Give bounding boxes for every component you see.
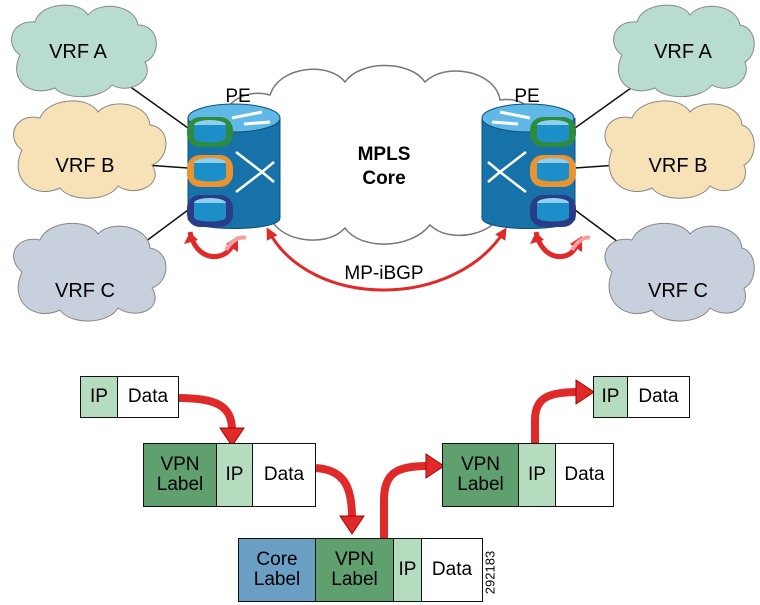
flow-arrow-4 bbox=[531, 388, 579, 446]
figure-id-text: 292183 bbox=[482, 550, 498, 595]
core-title-line2: Core bbox=[362, 168, 405, 189]
flow-head-3 bbox=[425, 453, 445, 479]
vrf-c-right-label: VRF C bbox=[648, 280, 708, 302]
ip-header-cell: IP bbox=[81, 377, 118, 417]
packet-core: Core Label VPN Label IP Data bbox=[238, 538, 483, 602]
flow-arrow-3 bbox=[380, 462, 429, 542]
flow-arrow-1 bbox=[177, 394, 236, 431]
core-label-line1: Core bbox=[256, 549, 298, 570]
flow-head-4 bbox=[575, 379, 595, 405]
packet-flow-arrows bbox=[177, 388, 579, 542]
vrf-a-left-instance bbox=[187, 117, 233, 147]
vrf-c-right-instance bbox=[530, 195, 576, 227]
vrf-a-right-label: VRF A bbox=[654, 41, 712, 63]
vrf-b-left-instance bbox=[187, 155, 233, 187]
vrf-c-right-cloud: VRF C bbox=[604, 222, 755, 322]
core-label-line2: Label bbox=[253, 569, 301, 590]
vpn-label-line2: Label bbox=[156, 474, 204, 495]
vrf-b-right-cloud: VRF B bbox=[604, 100, 755, 199]
right-pe-loop-arrows bbox=[530, 231, 591, 260]
vrf-a-right-cloud: VRF A bbox=[613, 4, 755, 98]
left-pe-loop-arrows bbox=[184, 231, 247, 260]
ip-header-cell: IP bbox=[519, 444, 556, 506]
vpn-label-cell: VPN Label bbox=[144, 444, 217, 506]
core-label-cell: Core Label bbox=[239, 539, 316, 601]
vrf-b-left-cloud: VRF B bbox=[13, 100, 167, 199]
vpn-label-line1: VPN bbox=[160, 454, 200, 475]
flow-head-1 bbox=[219, 427, 245, 447]
packet-egress: IP Data bbox=[593, 376, 690, 418]
data-cell: Data bbox=[422, 539, 482, 601]
mp-ibgp-label: MP-iBGP bbox=[344, 263, 423, 284]
mp-ibgp-session-arrow: MP-iBGP bbox=[266, 227, 507, 292]
packet-flow-arrowheads bbox=[219, 379, 595, 535]
data-cell: Data bbox=[118, 377, 178, 417]
vpn-label-line2: Label bbox=[457, 474, 504, 495]
vpn-label-cell: VPN Label bbox=[316, 539, 394, 601]
figure-id: 292183 bbox=[480, 545, 500, 605]
pe-left-label: PE bbox=[225, 86, 250, 107]
vrf-c-left-label: VRF C bbox=[55, 280, 115, 302]
core-title-line1: MPLS bbox=[358, 144, 411, 165]
packet-vpn-disposed: VPN Label IP Data bbox=[442, 443, 614, 507]
vrf-b-right-instance bbox=[530, 155, 576, 187]
ip-header-cell: IP bbox=[394, 539, 422, 601]
vrf-a-left-cloud: VRF A bbox=[11, 4, 157, 98]
vpn-label-line1: VPN bbox=[460, 454, 501, 475]
packet-vpn-imposed: VPN Label IP Data bbox=[143, 443, 316, 507]
flow-head-2 bbox=[339, 515, 365, 535]
vpn-label-line1: VPN bbox=[334, 549, 375, 570]
ip-header-cell: IP bbox=[594, 377, 628, 417]
vpn-label-cell: VPN Label bbox=[443, 444, 519, 506]
vrf-a-left-label: VRF A bbox=[49, 41, 107, 63]
vrf-a-right-instance bbox=[530, 117, 576, 147]
data-cell: Data bbox=[628, 377, 689, 417]
vrf-c-left-instance bbox=[187, 195, 233, 227]
vrf-b-left-label: VRF B bbox=[56, 155, 115, 177]
data-cell: Data bbox=[556, 444, 613, 506]
vpn-label-line2: Label bbox=[331, 569, 378, 590]
vrf-b-right-label: VRF B bbox=[649, 155, 708, 177]
data-cell: Data bbox=[253, 444, 315, 506]
packet-ingress: IP Data bbox=[80, 376, 179, 418]
ip-header-cell: IP bbox=[217, 444, 253, 506]
pe-right-label: PE bbox=[514, 86, 539, 107]
vrf-c-left-cloud: VRF C bbox=[13, 222, 167, 322]
flow-arrow-2 bbox=[315, 464, 356, 519]
